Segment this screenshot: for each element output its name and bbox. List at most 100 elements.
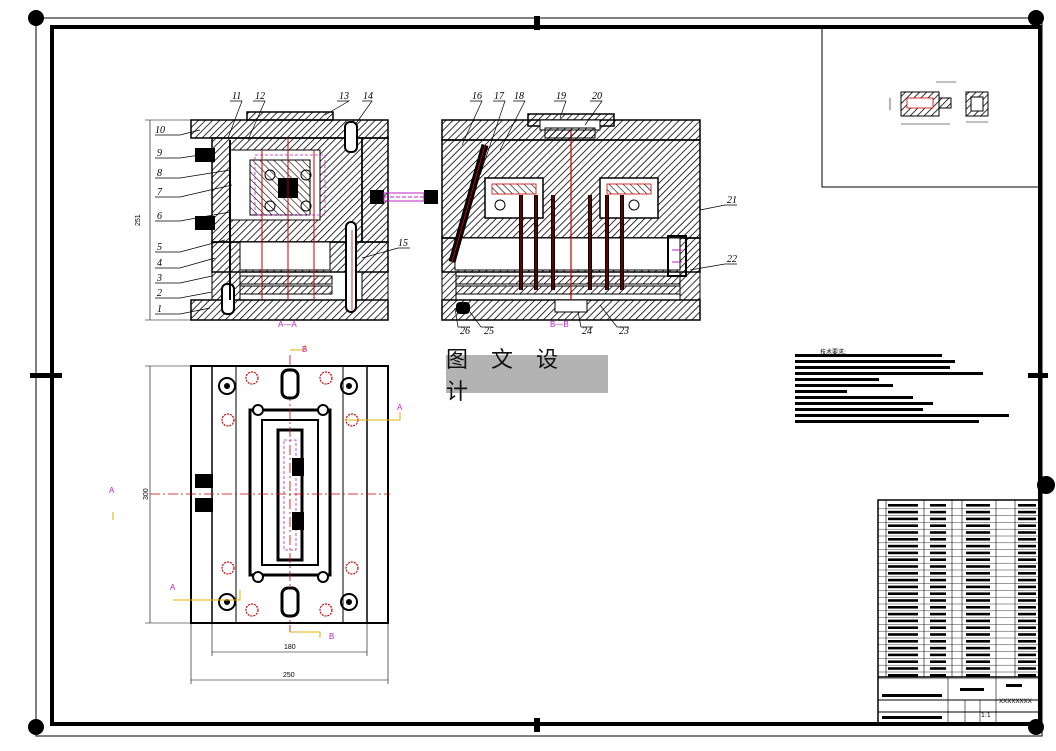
bom-cell-bar (966, 646, 990, 650)
bom-cell-bar (888, 544, 918, 548)
bom-cell-bar (888, 640, 918, 643)
bom-cell-bar (1018, 544, 1036, 548)
bom-cell-bar (966, 633, 990, 636)
bom-cell-bar (930, 626, 946, 629)
bom-cell-bar (888, 504, 918, 507)
bom-cell-bar (930, 599, 946, 602)
section-label-bb: B—B (550, 320, 569, 329)
part-label-18: 18 (514, 91, 524, 102)
bom-cell-bar (930, 524, 946, 527)
part-label-15: 15 (398, 238, 408, 249)
bom-cell-bar (1018, 531, 1036, 534)
bom-cell-bar (888, 667, 918, 670)
bom-cell-bar (930, 551, 946, 555)
tech-requirements-lines (795, 354, 1009, 423)
bom-cell-bar (930, 565, 946, 568)
part-label-20: 20 (592, 91, 602, 102)
part-label-9: 9 (157, 148, 162, 159)
bom-cell-bar (888, 585, 918, 589)
bom-cell-bar (930, 531, 946, 534)
cut-label-b-bottom: B (329, 632, 334, 641)
bom-cell-bar (1018, 585, 1036, 589)
bom-cell-bar (930, 544, 946, 548)
bom-cell-bar (966, 510, 990, 514)
bom-cell-bar (930, 538, 946, 541)
detail-view-box (821, 27, 1040, 188)
cut-label-b-top: B (302, 345, 307, 354)
bom-cell-bar (966, 538, 990, 541)
part-leaders (155, 100, 737, 328)
bom-cell-bar (888, 517, 918, 521)
bom-cell-bar (888, 531, 918, 534)
title-block-drawing-code: XXXXXXXX (999, 698, 1032, 705)
bom-cell-bar (888, 633, 918, 636)
bom-cell-bar (966, 585, 990, 589)
bom-cell-bar (930, 674, 946, 677)
dimension-height-plan: 300 (143, 488, 150, 500)
bom-cell-bar (966, 619, 990, 623)
dimension-height-front: 251 (135, 214, 142, 226)
bom-cell-bar (966, 578, 990, 582)
cut-label-a-right: A (397, 403, 403, 412)
part-label-7: 7 (157, 187, 163, 198)
bom-cell-bar (930, 612, 946, 616)
bom-cell-bar (888, 653, 918, 657)
part-label-22: 22 (727, 254, 737, 265)
part-label-3: 3 (156, 273, 162, 284)
bom-cell-bar (966, 504, 990, 507)
part-label-13: 13 (339, 91, 349, 102)
bom-cell-bar (1018, 538, 1036, 541)
part-label-25: 25 (484, 326, 494, 337)
bom-cell-bar (966, 640, 990, 643)
bom-cell-bar (888, 524, 918, 527)
bom-cell-bar (1018, 612, 1036, 616)
bom-cell-bar (966, 531, 990, 534)
bom-cell-bar (966, 524, 990, 527)
bom-cell-bar (888, 619, 918, 623)
part-label-14: 14 (363, 91, 373, 102)
bom-cell-bar (930, 646, 946, 650)
bom-cell-bar (1018, 653, 1036, 657)
bom-cell-bar (1018, 558, 1036, 561)
part-label-10: 10 (155, 125, 165, 136)
bom-cell-bar (888, 612, 918, 616)
bom-cell-bar (1018, 504, 1036, 507)
bom-cell-bar (966, 660, 990, 663)
part-label-4: 4 (157, 258, 162, 269)
bom-cell-bar (888, 578, 918, 582)
bom-cell-bar (966, 572, 990, 575)
bom-cell-bar (1018, 619, 1036, 623)
bom-cell-bar (966, 612, 990, 616)
bom-cell-bar (1018, 510, 1036, 514)
bom-cell-bar (966, 653, 990, 657)
bom-cell-bar (966, 544, 990, 548)
part-label-5: 5 (157, 242, 162, 253)
part-label-16: 16 (472, 91, 482, 102)
bom-cell-bar (1018, 667, 1036, 670)
bom-cell-bar (1018, 599, 1036, 602)
bom-cell-bar (1018, 517, 1036, 521)
bom-cell-bar (966, 551, 990, 555)
dimension-width-outer: 250 (283, 672, 295, 679)
bom-cell-bar (888, 626, 918, 629)
title-block-scale: 1:1 (981, 712, 991, 719)
bom-cell-bar (966, 667, 990, 670)
bom-cell-bar (888, 572, 918, 575)
bom-cell-bar (966, 558, 990, 561)
bom-cell-bar (1018, 565, 1036, 568)
tech-requirements-title: 技术要求: (820, 349, 847, 356)
bom-cell-bar (1018, 660, 1036, 663)
bom-cell-bar (888, 592, 918, 595)
bom-cell-bar (966, 606, 990, 609)
bom-cell-bar (930, 517, 946, 521)
part-label-11: 11 (232, 91, 241, 102)
part-label-23: 23 (619, 326, 629, 337)
bom-cell-bar (966, 565, 990, 568)
bom-cell-bar (1018, 606, 1036, 609)
bom-cell-bar (930, 585, 946, 589)
bom-cell-bar (888, 674, 918, 677)
plan-view (112, 345, 401, 684)
part-label-12: 12 (255, 91, 265, 102)
bom-cell-bar (1018, 633, 1036, 636)
